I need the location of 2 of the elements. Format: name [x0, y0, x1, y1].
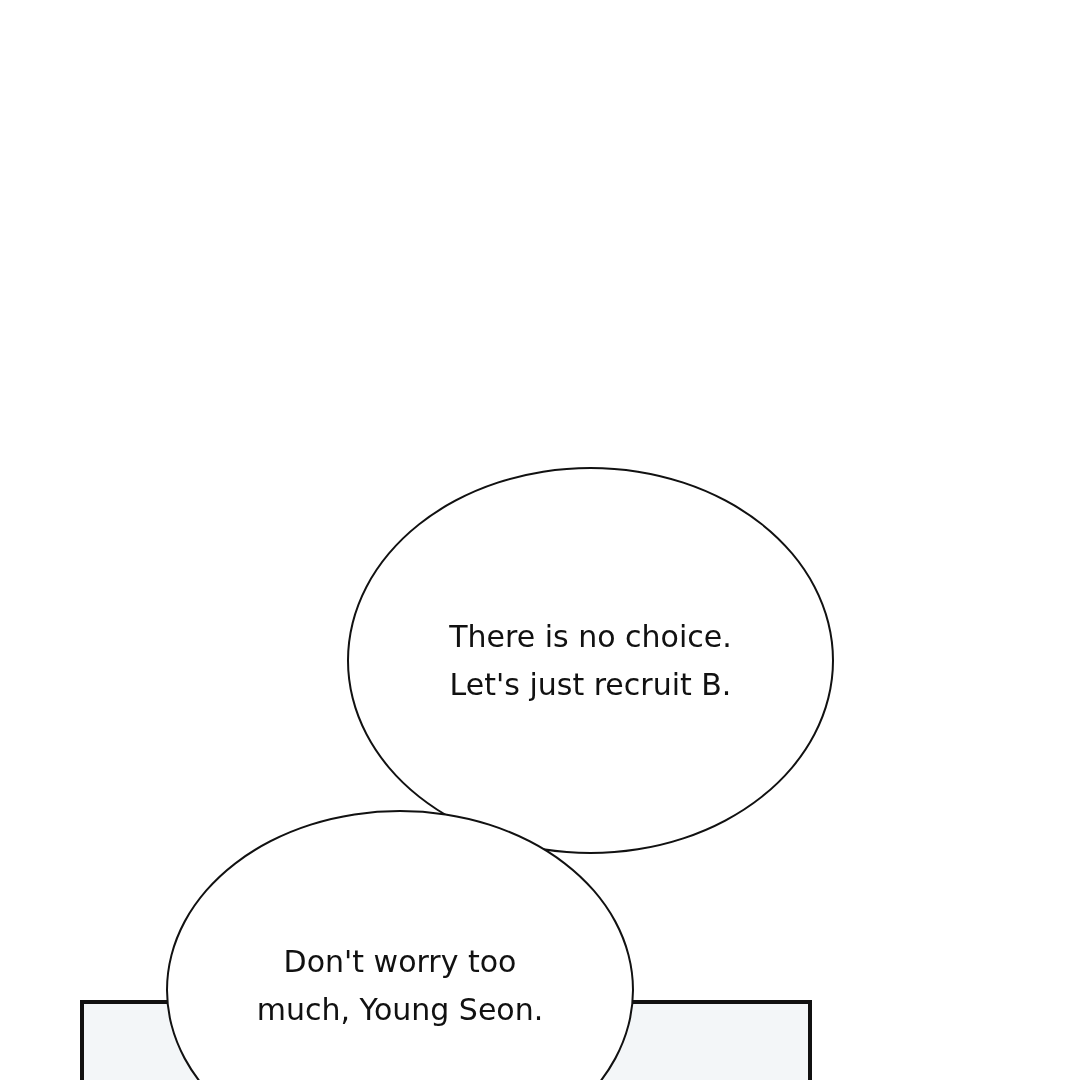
speech-text: There is no choice. Let's just recruit B.: [448, 617, 733, 704]
speech-text: Don't worry too much, Young Seon.: [255, 943, 545, 1029]
